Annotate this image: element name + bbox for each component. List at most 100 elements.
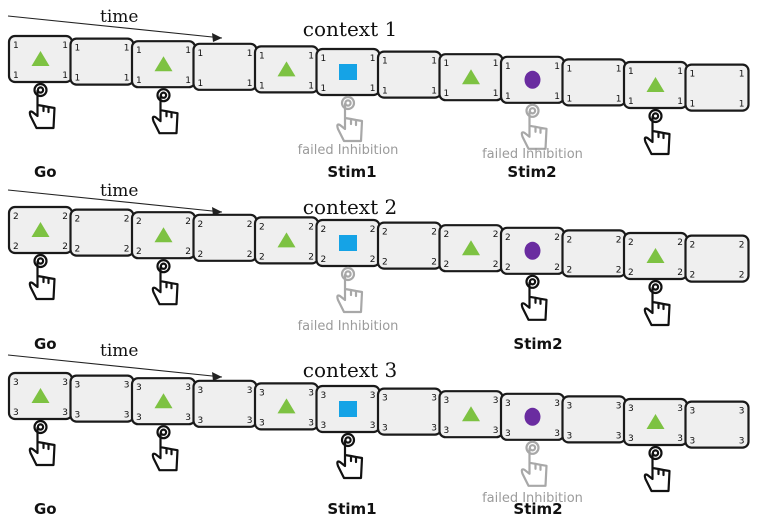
pointing-hand-icon: [336, 95, 364, 143]
corner-number: 2: [505, 233, 511, 243]
failed-inhibition-label: failed Inhibition: [482, 491, 583, 506]
corner-number: 3: [198, 416, 204, 426]
corner-number: 1: [321, 84, 327, 94]
hand-outline-icon: [28, 260, 56, 301]
corner-number: 3: [321, 391, 327, 401]
corner-number: 2: [62, 212, 68, 222]
corner-number: 3: [198, 386, 204, 396]
corner-number: 1: [493, 59, 499, 69]
corner-number: 1: [136, 76, 142, 86]
press-ring-icon: [340, 432, 356, 448]
corner-number: 1: [677, 97, 683, 107]
corner-number: 3: [431, 424, 437, 434]
time-label: time: [100, 341, 138, 361]
press-dot-icon: [36, 423, 45, 431]
corner-number: 3: [616, 401, 622, 411]
pointing-hand-icon: [643, 108, 671, 156]
corner-number: 2: [567, 235, 573, 245]
corner-number: 1: [444, 59, 450, 69]
corner-number: 3: [739, 437, 745, 447]
corner-number: 2: [739, 241, 745, 251]
corner-number: 3: [247, 416, 253, 426]
corner-number: 1: [124, 74, 130, 84]
corner-number: 1: [616, 94, 622, 104]
corner-number: 3: [677, 434, 683, 444]
time-arrow: [7, 15, 223, 39]
press-ring-icon: [156, 259, 171, 274]
corner-number: 3: [370, 421, 376, 431]
corner-number: 1: [431, 57, 437, 67]
press-ring-icon: [156, 88, 171, 103]
time-arrowhead-icon: [212, 33, 222, 42]
pointing-hand-icon: [520, 440, 548, 487]
triangle-icon: [154, 56, 173, 72]
press-ring-icon: [525, 440, 540, 455]
press-dot-icon: [528, 107, 537, 115]
triangle-icon: [462, 240, 480, 256]
press-ring-icon: [525, 274, 540, 289]
failed-inhibition-label: failed Inhibition: [482, 147, 583, 162]
press-dot-icon: [651, 283, 660, 291]
corner-number: 3: [259, 388, 265, 398]
hand-outline-icon: [643, 452, 671, 493]
corner-number: 2: [444, 230, 450, 240]
hand-outline-icon: [643, 115, 671, 156]
corner-number: 2: [13, 212, 19, 222]
corner-number: 1: [493, 89, 499, 99]
corner-number: 3: [136, 383, 142, 393]
pointing-hand-icon: [643, 279, 671, 327]
time-arrow: [7, 354, 223, 378]
press-dot-icon: [651, 449, 660, 457]
triangle-icon: [646, 77, 665, 92]
press-dot-icon: [159, 262, 168, 270]
triangle-icon: [277, 398, 296, 414]
circle-icon: [524, 407, 541, 426]
card-frame: [684, 400, 750, 449]
failed-inhibition-label: failed Inhibition: [298, 319, 399, 334]
corner-number: 3: [75, 411, 81, 421]
corner-number: 3: [567, 431, 573, 441]
corner-number: 1: [75, 74, 81, 84]
corner-number: 2: [136, 217, 142, 227]
corner-number: 1: [370, 84, 376, 94]
hand-outline-icon: [151, 266, 179, 306]
corner-number: 3: [554, 399, 560, 409]
press-dot-icon: [159, 428, 168, 436]
corner-number: 1: [259, 51, 265, 61]
corner-number: 1: [628, 97, 634, 107]
corner-number: 3: [382, 394, 388, 404]
corner-number: 3: [628, 404, 634, 414]
press-ring-icon: [648, 445, 663, 461]
press-ring-icon: [340, 95, 356, 111]
corner-number: 3: [493, 396, 499, 406]
corner-number: 2: [505, 263, 511, 273]
hand-outline-icon: [28, 89, 56, 130]
corner-number: 1: [431, 87, 437, 97]
press-dot-icon: [36, 257, 45, 265]
corner-number: 2: [62, 242, 68, 252]
stim2-label: Stim2: [513, 335, 562, 353]
corner-number: 1: [739, 100, 745, 110]
corner-number: 3: [308, 418, 314, 428]
corner-number: 2: [444, 260, 450, 270]
corner-number: 2: [690, 271, 696, 281]
circle-icon: [524, 70, 541, 89]
press-ring-icon: [648, 279, 663, 295]
corner-number: 1: [308, 81, 314, 91]
corner-number: 1: [124, 44, 130, 54]
corner-number: 1: [554, 92, 560, 102]
corner-number: 3: [444, 426, 450, 436]
corner-number: 1: [567, 94, 573, 104]
